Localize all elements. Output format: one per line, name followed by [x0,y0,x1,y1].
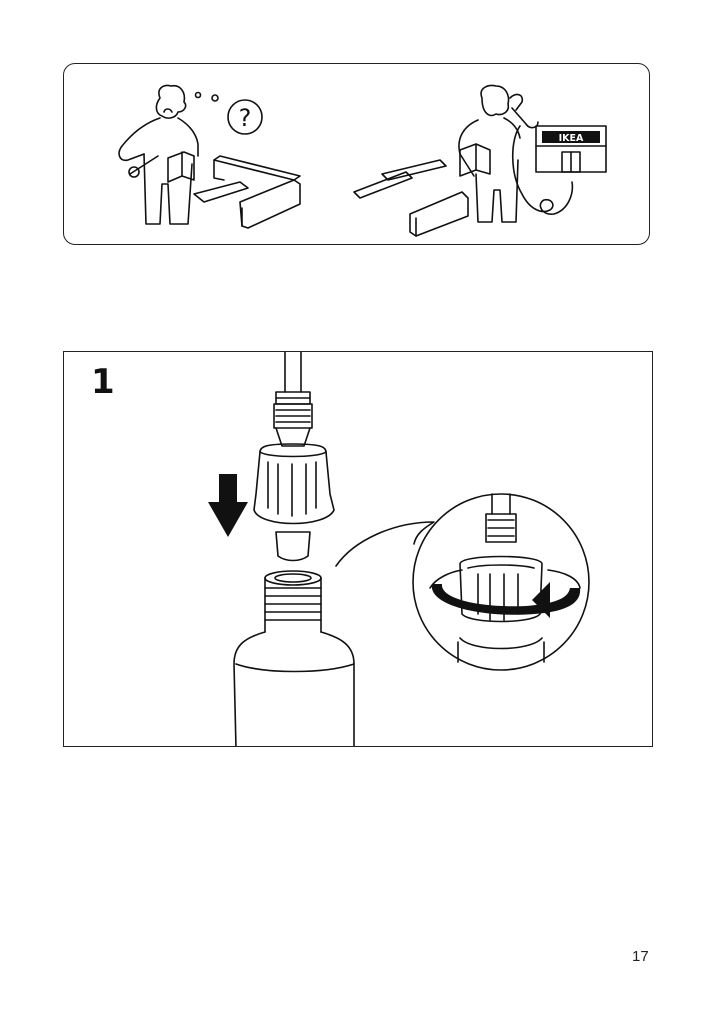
page-number: 17 [632,948,649,965]
lamp-socket-illustration [253,391,335,562]
bottle-illustration [233,570,355,746]
store-sign-text: IKEA [559,133,584,144]
confused-person-icon [118,84,301,229]
cable-illustration [284,352,302,393]
phone-person-icon [353,84,574,237]
step-1-panel: 1 [63,351,653,747]
rotate-arrow-icon [429,569,581,618]
question-mark: ? [239,104,252,132]
question-bubble-icon: ? [194,91,263,135]
detail-callout [335,493,590,671]
ikea-store-icon: IKEA [535,125,607,173]
down-arrow-icon [208,474,248,537]
assembly-help-panel: ? IKEA [63,63,650,245]
detail-socket-illustration [457,493,545,663]
step-number: 1 [91,362,115,402]
